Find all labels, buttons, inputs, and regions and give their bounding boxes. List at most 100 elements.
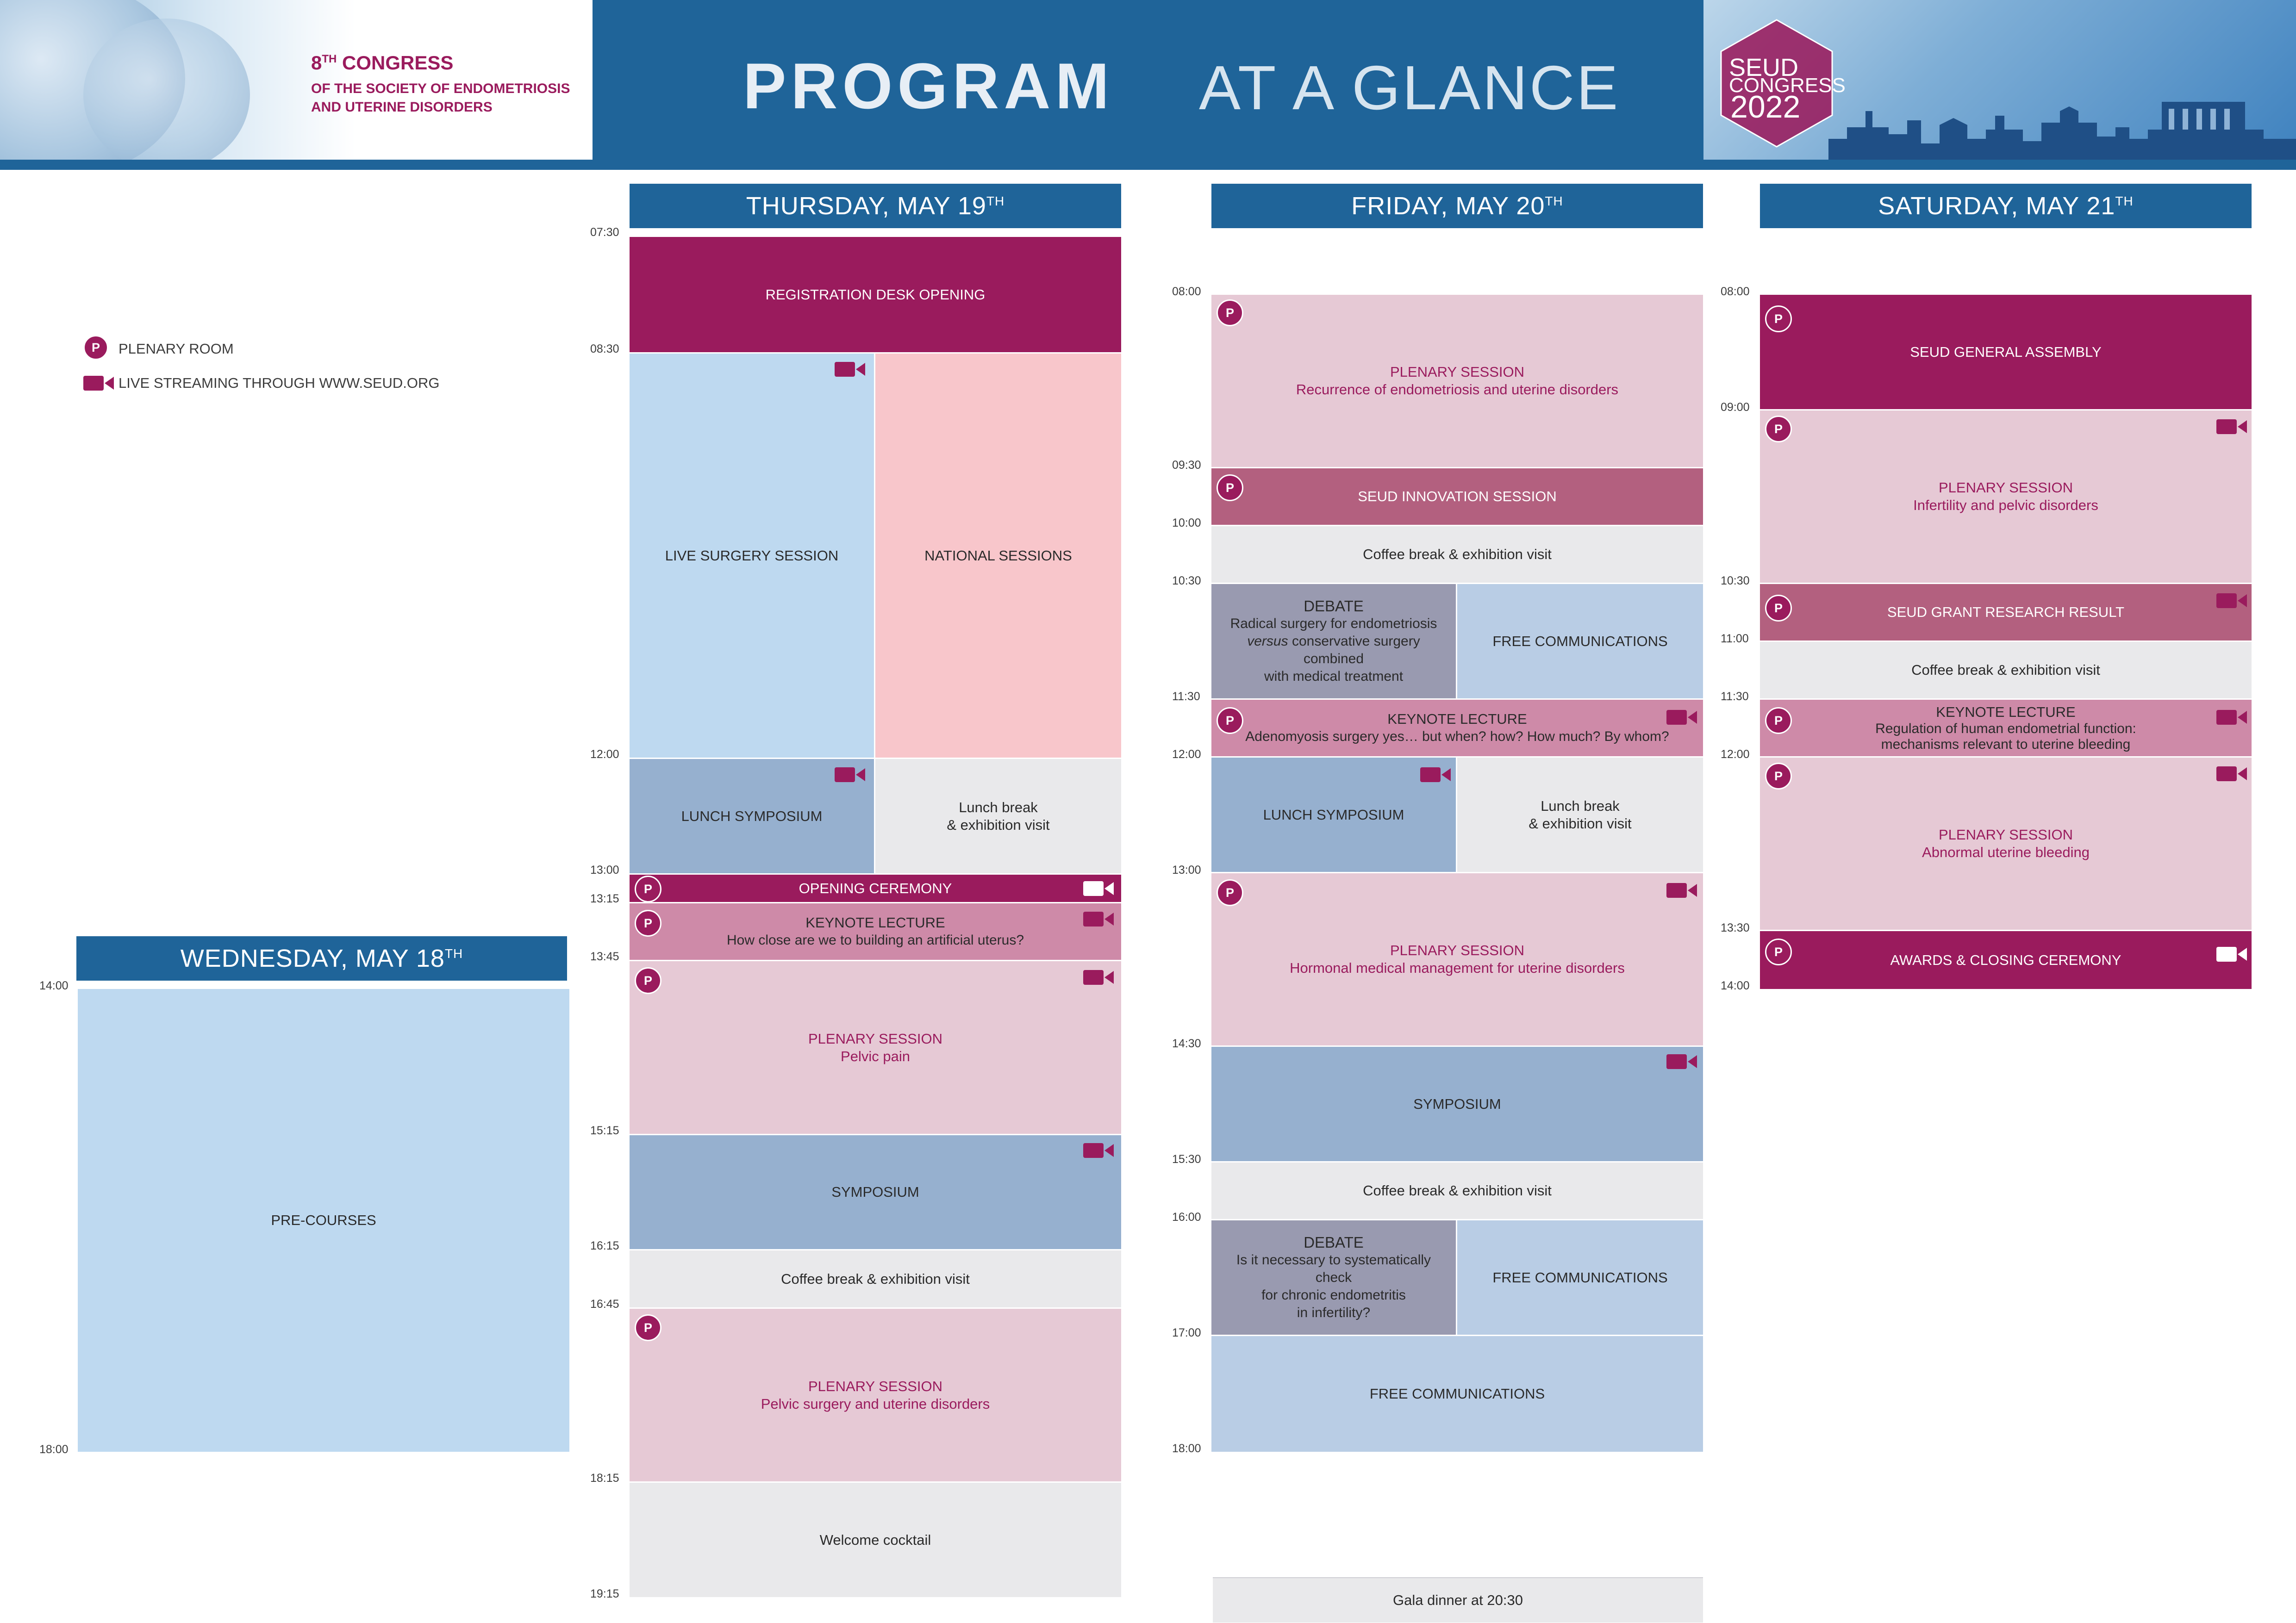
session-registration[interactable]: REGISTRATION DESK OPENING bbox=[630, 237, 1121, 354]
day-header-thursday: THURSDAY, MAY 19TH bbox=[630, 184, 1121, 228]
session-live-surgery[interactable]: LIVE SURGERY SESSION bbox=[630, 354, 875, 759]
session-lunch-symposium[interactable]: LUNCH SYMPOSIUM bbox=[630, 759, 875, 875]
page-title: PROGRAM bbox=[743, 50, 1114, 122]
seud-logo-hexagon-icon bbox=[1720, 19, 1833, 148]
athens-skyline-icon bbox=[1828, 102, 2296, 160]
seud-logo-text-2: CONGRESS bbox=[1729, 74, 1846, 97]
camera-icon bbox=[2216, 593, 2247, 608]
legend-live-streaming: LIVE STREAMING THROUGH WWW.SEUD.ORG bbox=[119, 375, 440, 391]
session-lunch-break[interactable]: Lunch break& exhibition visit bbox=[1457, 758, 1703, 873]
time-label: 09:30 bbox=[1172, 459, 1201, 472]
time-label: 16:15 bbox=[590, 1239, 619, 1252]
time-label: 10:30 bbox=[1721, 574, 1750, 587]
time-label: 15:30 bbox=[1172, 1153, 1201, 1166]
page-title-secondary: AT A GLANCE bbox=[1199, 53, 1620, 123]
session-symposium[interactable]: SYMPOSIUM bbox=[630, 1135, 1121, 1250]
time-label: 18:00 bbox=[1172, 1442, 1201, 1455]
plenary-badge-icon: P bbox=[1765, 416, 1792, 442]
session-gala-dinner[interactable]: Gala dinner at 20:30 bbox=[1213, 1577, 1703, 1623]
plenary-badge-icon: P bbox=[635, 967, 661, 994]
time-label: 11:30 bbox=[1172, 690, 1200, 703]
day-header-wednesday: WEDNESDAY, MAY 18TH bbox=[76, 936, 567, 981]
time-label: 13:45 bbox=[590, 950, 619, 963]
time-label: 07:30 bbox=[590, 226, 619, 239]
time-label: 14:00 bbox=[39, 979, 69, 992]
session-debate-2[interactable]: DEBATE Is it necessary to systematically… bbox=[1211, 1220, 1457, 1336]
congress-subtitle: OF THE SOCIETY OF ENDOMETRIOSIS AND UTER… bbox=[311, 81, 570, 115]
legend-plenary-room: PLENARY ROOM bbox=[119, 341, 234, 357]
session-coffee-break[interactable]: Coffee break & exhibition visit bbox=[630, 1250, 1121, 1309]
plenary-badge-icon: P bbox=[635, 1314, 661, 1341]
session-lunch-break[interactable]: Lunch break& exhibition visit bbox=[875, 759, 1121, 875]
time-label: 13:00 bbox=[590, 864, 619, 877]
session-debate-1[interactable]: DEBATE Radical surgery for endometriosis… bbox=[1211, 584, 1457, 700]
time-label: 12:00 bbox=[590, 748, 619, 761]
session-innovation[interactable]: SEUD INNOVATION SESSION bbox=[1211, 468, 1703, 526]
time-label: 10:30 bbox=[1172, 574, 1201, 587]
camera-icon bbox=[1666, 883, 1697, 898]
time-label: 13:30 bbox=[1721, 921, 1750, 934]
time-label: 12:00 bbox=[1721, 748, 1750, 761]
session-grant-research[interactable]: SEUD GRANT RESEARCH RESULT bbox=[1760, 584, 2252, 642]
day-header-friday: FRIDAY, MAY 20TH bbox=[1211, 184, 1703, 228]
time-label: 08:00 bbox=[1721, 285, 1750, 298]
time-label: 19:15 bbox=[590, 1587, 619, 1600]
plenary-badge-icon: P bbox=[635, 910, 661, 937]
plenary-badge-icon: P bbox=[1765, 707, 1792, 734]
time-label: 13:00 bbox=[1172, 864, 1201, 877]
session-welcome-cocktail[interactable]: Welcome cocktail bbox=[630, 1483, 1121, 1598]
plenary-badge-icon: P bbox=[1217, 707, 1243, 734]
plenary-badge-icon: P bbox=[1765, 763, 1792, 790]
header-image-left bbox=[0, 0, 593, 160]
plenary-badge-icon: P bbox=[1217, 299, 1243, 326]
header-underline bbox=[0, 160, 2296, 170]
plenary-badge-icon: P bbox=[1765, 595, 1792, 622]
time-label: 16:00 bbox=[1172, 1211, 1201, 1224]
camera-icon bbox=[2216, 947, 2247, 962]
plenary-badge-icon: P bbox=[1765, 305, 1792, 332]
seud-logo-text: SEUD bbox=[1729, 54, 1799, 81]
time-label: 08:30 bbox=[590, 342, 619, 355]
session-coffee-break-2[interactable]: Coffee break & exhibition visit bbox=[1211, 1163, 1703, 1220]
session-lunch-symposium[interactable]: LUNCH SYMPOSIUM bbox=[1211, 758, 1457, 873]
session-free-communications-1[interactable]: FREE COMMUNICATIONS bbox=[1457, 584, 1703, 700]
time-label: 15:15 bbox=[590, 1124, 619, 1137]
header-banner bbox=[593, 0, 1703, 160]
time-label: 17:00 bbox=[1172, 1326, 1201, 1339]
camera-icon bbox=[1083, 970, 1114, 985]
camera-icon bbox=[1083, 1143, 1114, 1158]
time-label: 14:00 bbox=[1721, 979, 1750, 992]
plenary-badge-icon: P bbox=[1765, 939, 1792, 965]
camera-icon bbox=[2216, 766, 2247, 781]
seud-logo-year: 2022 bbox=[1730, 89, 1801, 124]
plenary-badge-icon: P bbox=[1217, 879, 1243, 906]
session-coffee-break[interactable]: Coffee break & exhibition visit bbox=[1760, 642, 2252, 700]
session-closing-ceremony[interactable]: AWARDS & CLOSING CEREMONY bbox=[1760, 931, 2252, 989]
time-label: 12:00 bbox=[1172, 748, 1201, 761]
camera-icon bbox=[835, 362, 865, 377]
session-general-assembly[interactable]: SEUD GENERAL ASSEMBLY bbox=[1760, 295, 2252, 410]
session-national[interactable]: NATIONAL SESSIONS bbox=[875, 354, 1121, 759]
session-coffee-break-1[interactable]: Coffee break & exhibition visit bbox=[1211, 526, 1703, 584]
camera-icon bbox=[1083, 912, 1114, 927]
session-symposium[interactable]: SYMPOSIUM bbox=[1211, 1047, 1703, 1163]
camera-icon bbox=[835, 767, 865, 782]
session-free-communications-3[interactable]: FREE COMMUNICATIONS bbox=[1211, 1336, 1703, 1452]
session-precourses[interactable]: PRE-COURSES bbox=[78, 989, 569, 1452]
session-free-communications-2[interactable]: FREE COMMUNICATIONS bbox=[1457, 1220, 1703, 1336]
time-label: 14:30 bbox=[1172, 1037, 1201, 1050]
time-label: 13:15 bbox=[590, 892, 619, 905]
camera-icon bbox=[83, 376, 114, 391]
camera-icon bbox=[1666, 710, 1697, 725]
camera-icon bbox=[1666, 1054, 1697, 1069]
session-opening-ceremony[interactable]: OPENING CEREMONY bbox=[630, 875, 1121, 903]
